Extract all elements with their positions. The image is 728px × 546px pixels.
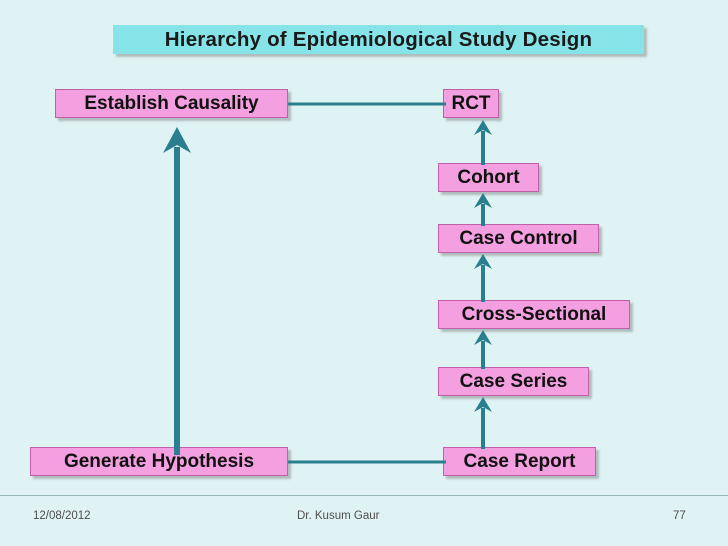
node-rct[interactable]: RCT <box>443 89 499 118</box>
arrow-hypothesis-to-causality <box>163 127 191 455</box>
arrow-case-series-to-cross-sectional <box>474 330 492 369</box>
node-case-report[interactable]: Case Report <box>443 447 596 476</box>
node-cross-sectional-label: Cross-Sectional <box>461 303 607 325</box>
node-case-control-label: Case Control <box>459 227 578 249</box>
node-generate-hypothesis[interactable]: Generate Hypothesis <box>30 447 288 476</box>
footer-page-number: 77 <box>673 510 686 522</box>
footer-date: 12/08/2012 <box>33 510 91 522</box>
node-establish-causality[interactable]: Establish Causality <box>55 89 288 118</box>
node-cross-sectional[interactable]: Cross-Sectional <box>438 300 630 329</box>
connector-hypothesis-to-case-report <box>288 460 446 464</box>
arrow-case-report-to-case-series <box>474 397 492 449</box>
node-rct-label: RCT <box>451 92 491 114</box>
node-generate-hypothesis-label: Generate Hypothesis <box>63 450 255 472</box>
node-cohort-label: Cohort <box>457 166 520 188</box>
node-case-series[interactable]: Case Series <box>438 367 589 396</box>
node-case-report-label: Case Report <box>463 450 576 472</box>
slide-title-box: Hierarchy of Epidemiological Study Desig… <box>113 25 644 54</box>
node-case-series-label: Case Series <box>459 370 568 392</box>
connector-causality-to-rct <box>288 102 446 106</box>
node-case-control[interactable]: Case Control <box>438 224 599 253</box>
node-establish-causality-label: Establish Causality <box>84 92 259 114</box>
page-title: Hierarchy of Epidemiological Study Desig… <box>164 27 593 51</box>
arrow-cross-sectional-to-case-control <box>474 254 492 302</box>
arrow-cohort-to-rct <box>474 120 492 165</box>
arrow-case-control-to-cohort <box>474 193 492 226</box>
node-cohort[interactable]: Cohort <box>438 163 539 192</box>
footer-author: Dr. Kusum Gaur <box>297 510 380 522</box>
footer-divider <box>0 495 728 496</box>
